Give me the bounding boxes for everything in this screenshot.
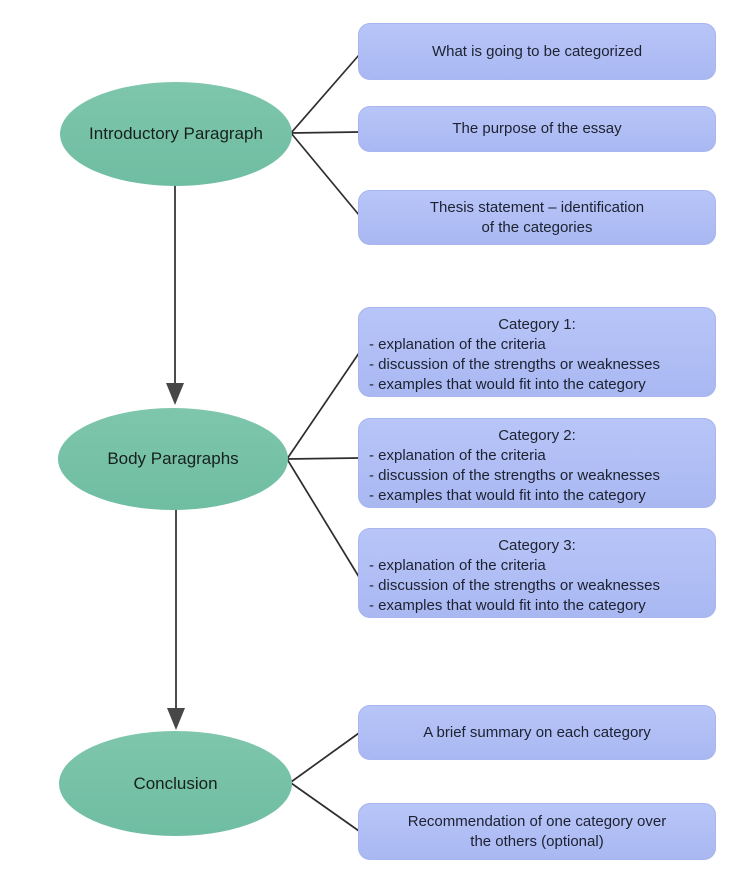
detail-box-categorized: What is going to be categorized <box>358 23 716 80</box>
node-label: Body Paragraphs <box>107 449 239 468</box>
category-item: - examples that would fit into the categ… <box>369 597 646 614</box>
connector-line <box>290 732 360 783</box>
detail-box-category-2: Category 2: - explanation of the criteri… <box>358 418 716 508</box>
detail-box-text: Recommendation of one category over <box>407 812 667 830</box>
detail-box-thesis: Thesis statement – identification of the… <box>358 190 716 245</box>
detail-box-summary: A brief summary on each category <box>358 705 716 760</box>
detail-box-recommendation: Recommendation of one category over the … <box>358 803 716 860</box>
detail-box-purpose: The purpose of the essay <box>358 106 716 152</box>
node-conclusion: Conclusion <box>59 731 292 836</box>
detail-box-text: the others (optional) <box>470 832 604 850</box>
category-item: - discussion of the strengths or weaknes… <box>369 356 660 373</box>
arrowhead-icon <box>167 708 185 730</box>
category-title: Category 1: <box>498 316 576 333</box>
connector-line <box>290 131 360 134</box>
node-label: Conclusion <box>133 773 218 793</box>
category-item: - explanation of the criteria <box>369 447 546 464</box>
connector-line <box>290 54 360 134</box>
category-item: - examples that would fit into the categ… <box>369 376 646 393</box>
node-body-paragraphs: Body Paragraphs <box>58 408 288 510</box>
connector-line <box>286 458 360 578</box>
connector-line <box>286 352 360 460</box>
detail-box-text: Thesis statement – identification <box>429 198 645 216</box>
detail-box-category-1: Category 1: - explanation of the criteri… <box>358 307 716 397</box>
connector-line <box>290 132 360 216</box>
category-title: Category 3: <box>498 537 576 554</box>
category-title: Category 2: <box>498 427 576 444</box>
detail-box-text: A brief summary on each category <box>423 723 651 741</box>
arrowhead-icon <box>166 383 184 405</box>
connector-line <box>290 782 360 832</box>
node-label: Introductory Paragraph <box>89 124 263 143</box>
category-item: - explanation of the criteria <box>369 557 546 574</box>
category-item: - discussion of the strengths or weaknes… <box>369 467 660 484</box>
node-introductory-paragraph: Introductory Paragraph <box>60 82 292 186</box>
detail-box-text: of the categories <box>481 218 593 236</box>
detail-box-category-3: Category 3: - explanation of the criteri… <box>358 528 716 618</box>
category-item: - discussion of the strengths or weaknes… <box>369 577 660 594</box>
connector-line <box>286 457 360 460</box>
category-item: - explanation of the criteria <box>369 336 546 353</box>
detail-box-text: The purpose of the essay <box>452 120 622 137</box>
category-item: - examples that would fit into the categ… <box>369 487 646 504</box>
detail-box-text: What is going to be categorized <box>431 42 643 60</box>
